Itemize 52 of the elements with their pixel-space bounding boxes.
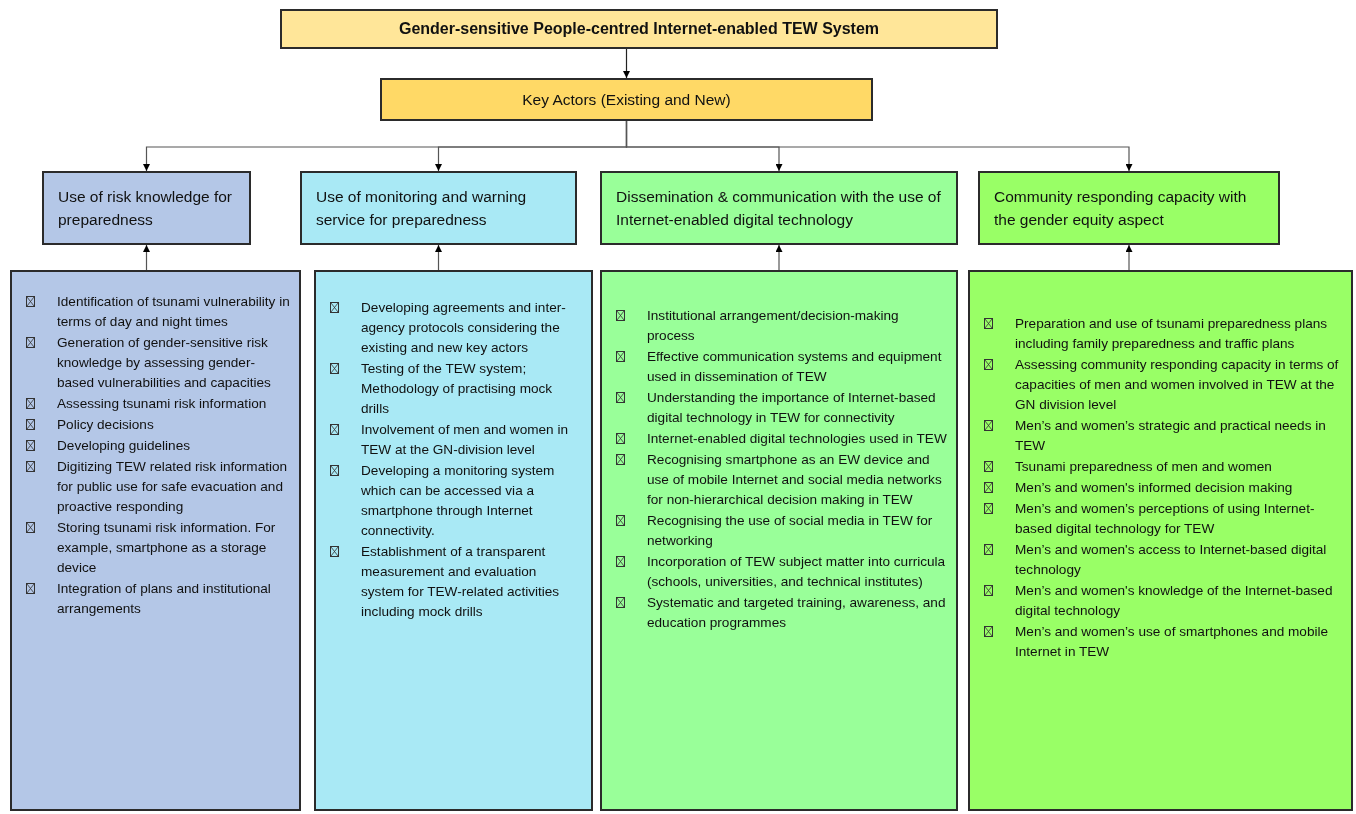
list-item: Effective communication systems and equipment used in dissemination of TEW: [647, 348, 943, 386]
category-box: [300, 171, 577, 245]
box-label: Use of risk knowledge for preparedness: [58, 186, 234, 230]
list-item: Tsunami preparedness of men and women: [1015, 458, 1272, 476]
list-item: Preparation and use of tsunami preparedness plans including family preparedness and traffic plans: [1015, 315, 1329, 353]
connector-arrow: [435, 244, 442, 271]
list-box: [968, 270, 1353, 811]
connector-arrow: [143, 244, 150, 271]
list-item: Digitizing TEW related risk information for public use for safe evacuation and proactive responding: [57, 458, 289, 516]
list-item: Involvement of men and women in TEW at the GN-division level: [361, 421, 570, 459]
list-item: Testing of the TEW system; Methodology of practising mock drills: [361, 360, 554, 418]
title-text: Gender-sensitive People-centred Internet-enabled TEW System: [398, 19, 880, 39]
list-item: Developing a monitoring system which can be accessed via a smartphone through Internet connectivity.: [361, 462, 556, 540]
connector-arrow: [775, 244, 783, 271]
list-item: Men’s and women's access to Internet-based digital technology: [1015, 541, 1328, 579]
list-item: Men’s and women's informed decision making: [1015, 479, 1293, 497]
list-item: Internet-enabled digital technologies used in TEW: [647, 430, 947, 448]
list-item: Generation of gender-sensitive risk knowledge by assessing gender-based vulnerabilities and capacities: [57, 334, 272, 392]
list-item: Assessing community responding capacity in terms of capacities of men and women involved in TEW at the GN division level: [1015, 356, 1340, 414]
list-item: Identification of tsunami vulnerability in terms of day and night times: [57, 293, 291, 331]
list-item: Men’s and women’s strategic and practical needs in TEW: [1015, 417, 1327, 455]
list-item: Men’s and women’s use of smartphones and mobile Internet in TEW: [1015, 623, 1330, 661]
list-item: Developing agreements and inter-agency protocols considering the existing and new key actors: [361, 299, 567, 357]
list-item: Policy decisions: [57, 416, 154, 434]
list-item: Recognising smartphone as an EW device and use of mobile Internet and social media networks for non-hierarchical decision making in TEW: [647, 451, 943, 509]
connector-arrow: [625, 120, 1133, 172]
process-box: [380, 78, 873, 121]
list-box: [600, 270, 958, 811]
box-label: Key Actors (Existing and New): [522, 89, 731, 110]
list-item: Recognising the use of social media in TEW for networking: [647, 512, 934, 550]
list-item: Understanding the importance of Internet-based digital technology in TEW for connectivity: [647, 389, 937, 427]
title-box: [280, 9, 998, 49]
category-box: [42, 171, 251, 245]
list-item: Establishment of a transparent measurement and evaluation system for TEW-related activities including mock drills: [361, 543, 561, 621]
box-label: Community responding capacity with the gender equity aspect: [994, 186, 1248, 230]
list-item: Assessing tsunami risk information: [57, 395, 267, 413]
list-item: Men’s and women's knowledge of the Internet-based digital technology: [1015, 582, 1334, 620]
category-box: [978, 171, 1280, 245]
box-label: Use of monitoring and warning service for preparedness: [316, 186, 528, 230]
category-box: [600, 171, 958, 245]
list-item: Storing tsunami risk information. For example, smartphone as a storage device: [57, 519, 277, 577]
list-item: Incorporation of TEW subject matter into curricula (schools, universities, and technical institutes): [647, 553, 947, 591]
list-item: Institutional arrangement/decision-making process: [647, 307, 900, 345]
connector-arrow: [1125, 244, 1133, 271]
list-item: Developing guidelines: [57, 437, 190, 455]
connector-arrow: [623, 48, 630, 79]
list-item: Men’s and women’s perceptions of using Internet-based digital technology for TEW: [1015, 500, 1316, 538]
list-item: Integration of plans and institutional arrangements: [57, 580, 272, 618]
list-box: [314, 270, 593, 811]
box-label: Dissemination & communication with the use of Internet-enabled digital technology: [616, 186, 942, 230]
list-box: [10, 270, 301, 811]
list-item: Systematic and targeted training, awareness, and education programmes: [647, 594, 947, 632]
